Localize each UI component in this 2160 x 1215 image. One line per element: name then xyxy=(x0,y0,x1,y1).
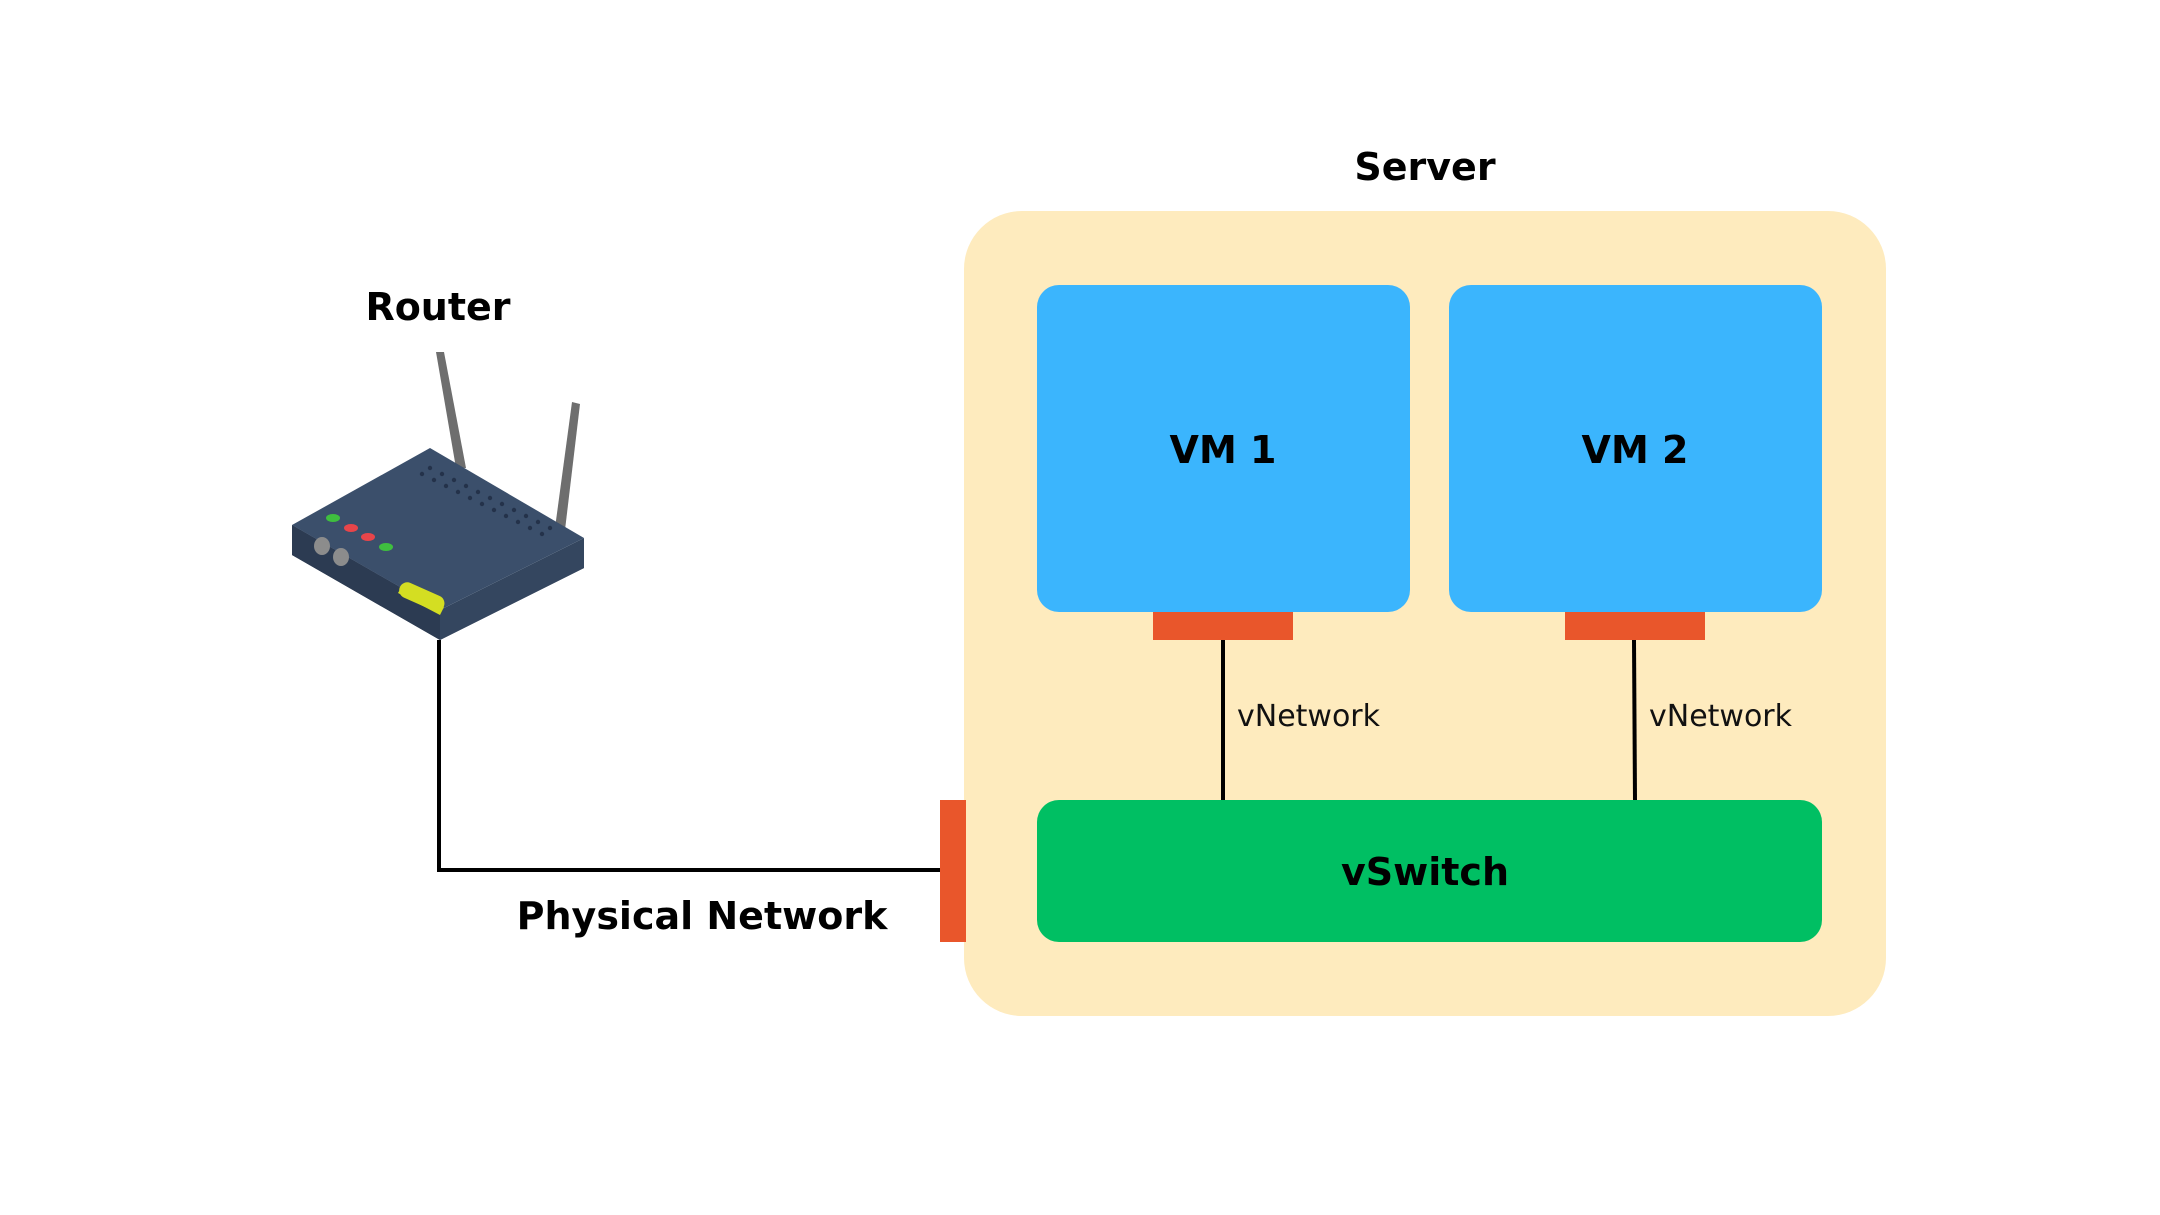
physical-port xyxy=(940,800,966,942)
router-led-green-2 xyxy=(379,543,393,551)
wifi-router-icon xyxy=(292,352,584,640)
vm-2-port xyxy=(1565,612,1705,640)
router-vents xyxy=(419,465,553,537)
vm-1-label: VM 1 xyxy=(1170,428,1277,472)
router-right-face xyxy=(440,538,584,640)
vm-1-vnetwork-label: vNetwork xyxy=(1237,699,1381,734)
vm-1-port xyxy=(1153,612,1293,640)
router-led-green-1 xyxy=(326,514,340,522)
physical-network-link xyxy=(437,640,940,872)
vm-1: VM 1 vNetwork xyxy=(1037,285,1410,801)
router-port-slot xyxy=(399,582,445,612)
router-antenna-right xyxy=(555,402,580,530)
vm-2-vnetwork-label: vNetwork xyxy=(1649,699,1793,734)
server-label: Server xyxy=(1354,145,1495,189)
router-top xyxy=(292,448,584,610)
vm-2-label: VM 2 xyxy=(1582,428,1689,472)
vm-2: VM 2 vNetwork xyxy=(1449,285,1822,802)
router-led-red-2 xyxy=(361,533,375,541)
router-knob-2 xyxy=(333,548,349,566)
router-led-red-1 xyxy=(344,524,358,532)
vm-2-box xyxy=(1449,285,1822,612)
router-antenna-left xyxy=(436,352,466,468)
physical-network-label: Physical Network xyxy=(517,894,888,938)
router-label: Router xyxy=(365,285,510,329)
router-knob-1 xyxy=(314,537,330,555)
vswitch-box xyxy=(1037,800,1822,942)
vm-2-vnetwork-link xyxy=(1632,639,1637,802)
router-front xyxy=(292,525,440,640)
vswitch-label: vSwitch xyxy=(1341,850,1509,894)
vm-1-box xyxy=(1037,285,1410,612)
